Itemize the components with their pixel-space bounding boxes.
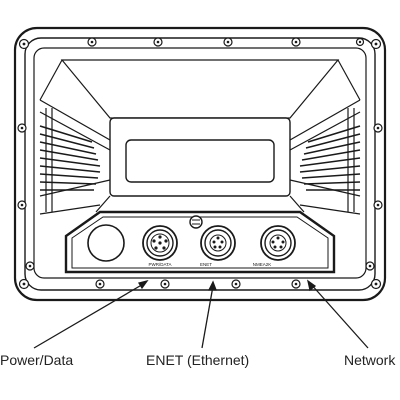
leader-arrow bbox=[306, 279, 317, 292]
screw-centers bbox=[20, 40, 380, 286]
nmea2k-connector: NMEA2K bbox=[253, 225, 296, 267]
left-cooling-fins bbox=[39, 125, 101, 191]
callout-network: Network bbox=[344, 352, 396, 368]
leader-arrow bbox=[207, 280, 217, 291]
leader-arrow bbox=[137, 279, 149, 290]
blank-plug bbox=[87, 224, 125, 262]
callout-enet: ENET (Ethernet) bbox=[146, 352, 250, 368]
top-panel bbox=[60, 59, 340, 119]
callout-leaders bbox=[33, 279, 369, 349]
leader-enet bbox=[201, 285, 214, 349]
leader-network bbox=[309, 282, 369, 349]
connector-label-nmea2k: NMEA2K bbox=[253, 262, 272, 267]
left-fin-rails bbox=[45, 108, 53, 212]
bay-screw bbox=[189, 215, 203, 229]
enet-connector: ENET bbox=[200, 225, 236, 267]
leader-power-data bbox=[33, 282, 146, 349]
right-fin-rails bbox=[347, 108, 355, 212]
connector-bay-inner bbox=[71, 216, 329, 269]
power-data-connector: PWR/DATA bbox=[142, 225, 178, 267]
center-plate-inner bbox=[125, 139, 275, 183]
callout-power-data: Power/Data bbox=[0, 352, 74, 368]
right-cooling-fins bbox=[299, 125, 361, 191]
connector-label-enet: ENET bbox=[200, 262, 212, 267]
connector-label-pwr: PWR/DATA bbox=[148, 262, 171, 267]
